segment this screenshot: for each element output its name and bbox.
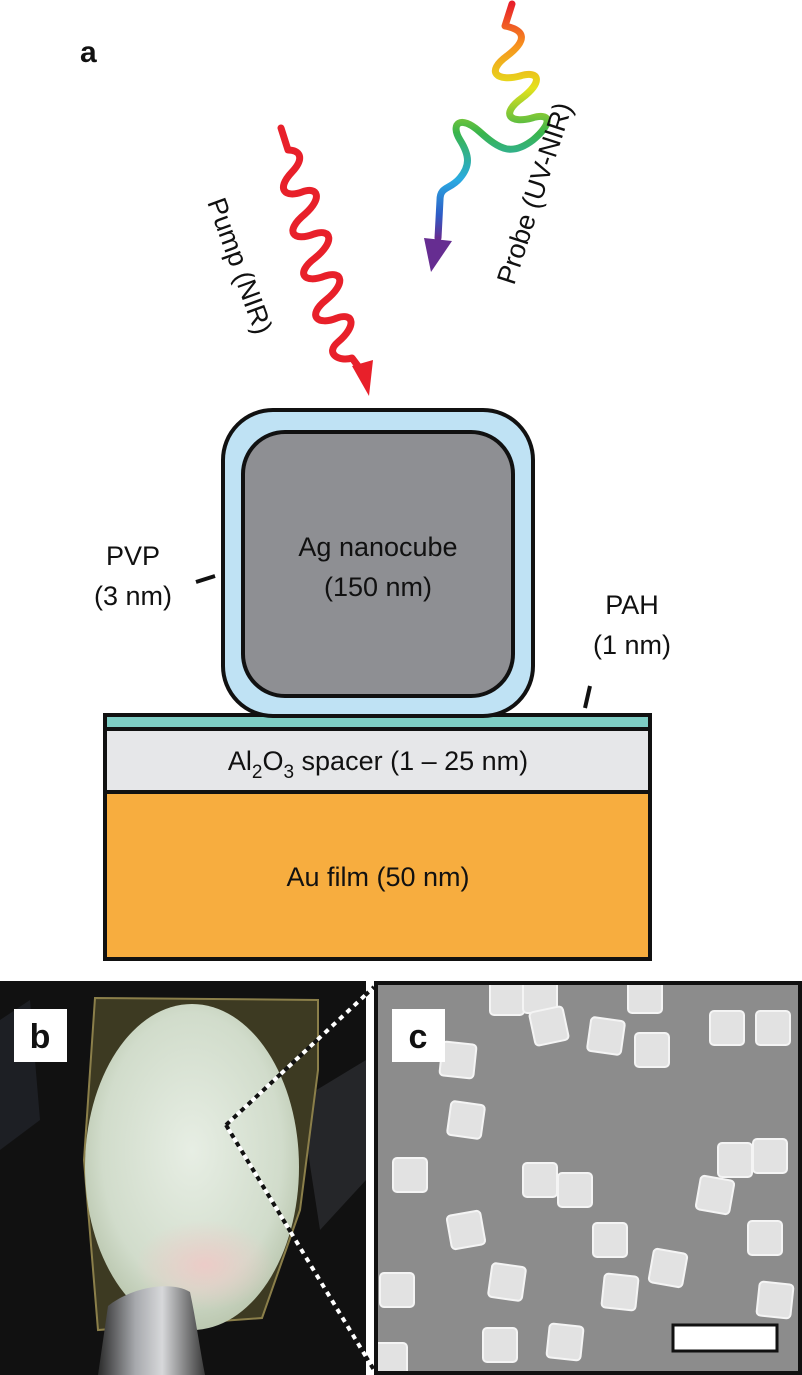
alumina-spacer [103, 727, 652, 794]
pah-label-line1: PAH [605, 590, 659, 620]
pvp-label-line2: (3 nm) [94, 581, 172, 611]
sem-nanocube [379, 1272, 415, 1308]
sem-nanocube [592, 1222, 628, 1258]
sem-nanocube [522, 1162, 558, 1198]
pvp-pointer [195, 574, 216, 584]
panel-b-label: b [30, 1018, 51, 1056]
sem-nanocube [647, 1247, 689, 1289]
sem-nanocube [717, 1142, 753, 1178]
panel-c-label: c [409, 1018, 428, 1056]
pump-beam [277, 124, 373, 396]
sem-nanocube [634, 1032, 670, 1068]
zoom-line-top-white [224, 985, 376, 1127]
probe-label: Probe (UV-NIR) [491, 99, 578, 288]
sem-nanocube [752, 1138, 788, 1174]
pah-label-line2: (1 nm) [593, 630, 671, 660]
sem-nanocube [557, 1172, 593, 1208]
panel-b: b [0, 981, 366, 1375]
gold-film-label: Au film (50 nm) [286, 862, 469, 892]
panel-c: c [374, 981, 802, 1375]
panel-c-label-box [392, 1009, 445, 1062]
sem-nanocube [694, 1174, 736, 1216]
spacer-label: Al2O3 spacer (1 – 25 nm) [228, 746, 528, 783]
panel-b-label-box [14, 1009, 67, 1062]
sem-nanocube [747, 1220, 783, 1256]
zoom-line-top [224, 985, 376, 1127]
sem-nanocube [482, 1327, 518, 1363]
probe-beam [424, 0, 551, 272]
sem-nanocube [755, 1280, 795, 1320]
pvp-label-line1: PVP [106, 541, 160, 571]
probe-arrow-icon [424, 238, 452, 272]
ag-nanocube [241, 430, 515, 698]
sem-nanocube [709, 1010, 745, 1046]
sem-nanocube [627, 983, 663, 1014]
zoom-line-bottom-white [224, 1123, 376, 1372]
panel-a-label: a [80, 36, 97, 69]
sem-nanocube [487, 1262, 527, 1302]
sem-nanocube [600, 1272, 640, 1312]
zoom-line-bottom [224, 1123, 376, 1372]
sem-nanocube [445, 1209, 487, 1251]
sem-nanocube [489, 983, 525, 1016]
photo-dark-streak [300, 1060, 366, 1230]
sem-frame [374, 981, 802, 1375]
nanocube-label-line2: (150 nm) [324, 572, 432, 602]
sample-holder-clip [98, 1286, 205, 1375]
scale-bar [671, 1323, 779, 1353]
pump-arrow-icon [352, 360, 373, 396]
sem-nanocube [392, 1157, 428, 1193]
nanocube-label-line1: Ag nanocube [298, 532, 457, 562]
pah-pointer [583, 685, 592, 709]
gold-film [103, 790, 652, 961]
sem-nanocube [446, 1100, 486, 1140]
pump-label: Pump (NIR) [201, 194, 278, 338]
nanocube-particles [376, 983, 795, 1373]
probe-wave [434, 0, 551, 242]
sem-nanocube [376, 1342, 408, 1373]
sem-nanocube [755, 1010, 791, 1046]
panel-a: a Pump (NIR) Probe (UV-NIR) Ag nanocube … [80, 0, 671, 961]
sem-nanocube [586, 1016, 626, 1056]
pump-wave [277, 124, 362, 370]
sem-nanocube [528, 1005, 570, 1047]
sem-nanocube [545, 1322, 585, 1362]
